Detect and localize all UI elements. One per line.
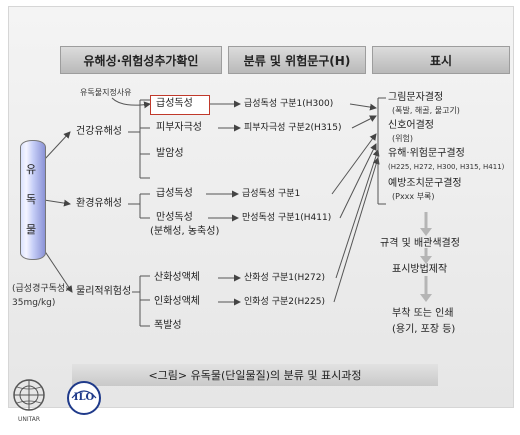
item-explosive: 폭발성 <box>154 320 182 331</box>
item-skin-irritation: 피부자극성 <box>156 122 202 133</box>
category-environment: 환경유해성 <box>76 198 122 209</box>
un-globe-icon <box>13 379 45 411</box>
item-flammable-liquid: 인화성액체 <box>154 296 200 307</box>
label-pictogram: 그림문자결정 <box>388 92 444 103</box>
header-hazard-check: 유해성·위험성추가확인 <box>60 46 222 74</box>
label-precaution-sub: (Pxxx 부록) <box>392 192 435 201</box>
category-physical: 물리적위험성 <box>76 286 132 297</box>
toxic-substance-cylinder <box>20 140 46 260</box>
item-acute-toxicity: 급성독성 <box>156 98 193 109</box>
label-attach-print: 부착 또는 인쇄 <box>392 308 454 319</box>
label-attach-print-sub: (용기, 포장 등) <box>392 324 456 335</box>
item-oxidizing-liquid: 산화성액체 <box>154 272 200 283</box>
label-size-color: 규격 및 배관색결정 <box>380 238 460 249</box>
pill-char-3: 물 <box>26 223 37 236</box>
unitar-text: UNITAR <box>17 416 41 423</box>
ilo-emblem-icon <box>67 381 101 415</box>
class-skin-irritation: 피부자극성 구분2(H315) <box>244 123 342 133</box>
item-acute-toxicity-env: 급성독성 <box>156 188 193 199</box>
header-classification: 분류 및 위험문구(H) <box>228 46 366 74</box>
label-hazard-statement-sub: (H225, H272, H300, H315, H411) <box>388 163 505 171</box>
label-signal-word: 신호어결정 <box>388 120 434 131</box>
class-flammable: 인화성 구분2(H225) <box>244 297 325 307</box>
label-production: 표시방법제작 <box>392 264 448 275</box>
item-carcinogenicity: 발암성 <box>156 148 184 159</box>
unitar-logo: UNITAR <box>12 378 46 424</box>
item-chronic-toxicity-sub: (분해성, 농축성) <box>150 226 220 237</box>
label-signal-word-sub: (위험) <box>392 134 413 143</box>
class-oxidizing: 산화성 구분1(H272) <box>244 273 325 283</box>
acute-oral-note-2: 35mg/kg) <box>12 298 56 308</box>
class-acute-toxicity-env: 급성독성 구분1 <box>242 189 301 199</box>
ilo-text: ILO <box>73 392 95 403</box>
pill-char-2: 독 <box>26 193 37 206</box>
pill-char-1: 유 <box>26 163 37 176</box>
class-acute-toxicity: 급성독성 구분1(H300) <box>244 99 334 109</box>
designation-reason-note: 유독물지정사유 <box>80 88 132 97</box>
figure-caption: <그림> 유독물(단일물질)의 분류 및 표시과정 <box>72 364 438 386</box>
highlight-box <box>150 95 210 115</box>
label-pictogram-sub: (폭발, 해골, 물고기) <box>392 106 460 115</box>
acute-oral-note-1: (급성경구독성: <box>12 284 69 294</box>
class-chronic-toxicity: 만성독성 구분1(H411) <box>242 213 332 223</box>
ilo-logo: ILO <box>66 380 102 416</box>
category-health: 건강유해성 <box>76 126 122 137</box>
item-chronic-toxicity: 만성독성 <box>156 212 193 223</box>
label-precaution: 예방조치문구결정 <box>388 178 462 189</box>
header-labelling: 표시 <box>372 46 510 74</box>
label-hazard-statement: 유해·위험문구결정 <box>388 148 465 159</box>
